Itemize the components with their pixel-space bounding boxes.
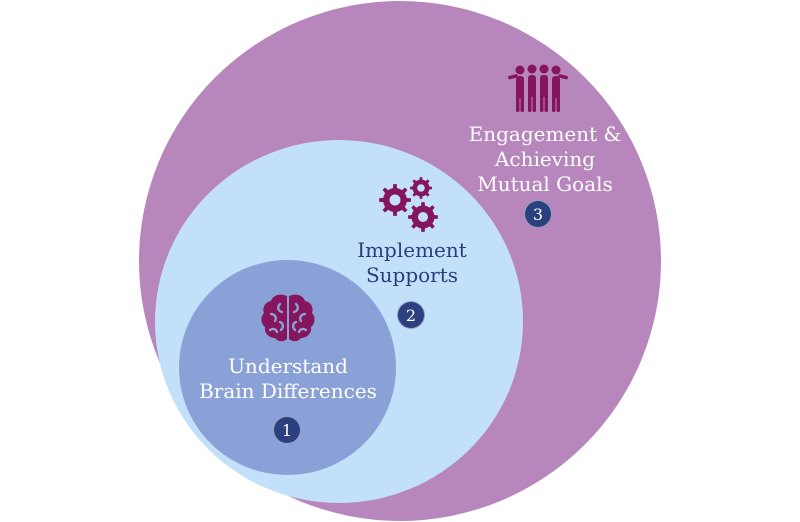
outer-label-line-3: Mutual Goals bbox=[477, 172, 613, 196]
step-badge-2: 2 bbox=[397, 301, 425, 329]
gear-hole-3 bbox=[418, 212, 428, 222]
inner-label-line-2: Brain Differences bbox=[199, 379, 377, 403]
step-badge-3: 3 bbox=[524, 200, 552, 228]
middle-circle-label: Implement Supports bbox=[312, 238, 512, 288]
middle-label-line-2: Supports bbox=[365, 263, 459, 287]
inner-circle-label: Understand Brain Differences bbox=[187, 354, 389, 404]
inner-label-line-1: Understand bbox=[228, 354, 348, 378]
middle-label-line-1: Implement bbox=[357, 238, 467, 262]
outer-label-line-1: Engagement & bbox=[468, 122, 622, 146]
outer-label-line-2: Achieving bbox=[494, 147, 596, 171]
outer-circle-label: Engagement & Achieving Mutual Goals bbox=[445, 122, 645, 197]
gears-icon bbox=[379, 177, 438, 232]
brain-icon bbox=[261, 294, 315, 342]
gear-hole-1 bbox=[389, 194, 401, 206]
people-group-icon bbox=[508, 64, 568, 112]
gear-hole-2 bbox=[417, 184, 425, 192]
step-badge-1: 1 bbox=[273, 416, 301, 444]
